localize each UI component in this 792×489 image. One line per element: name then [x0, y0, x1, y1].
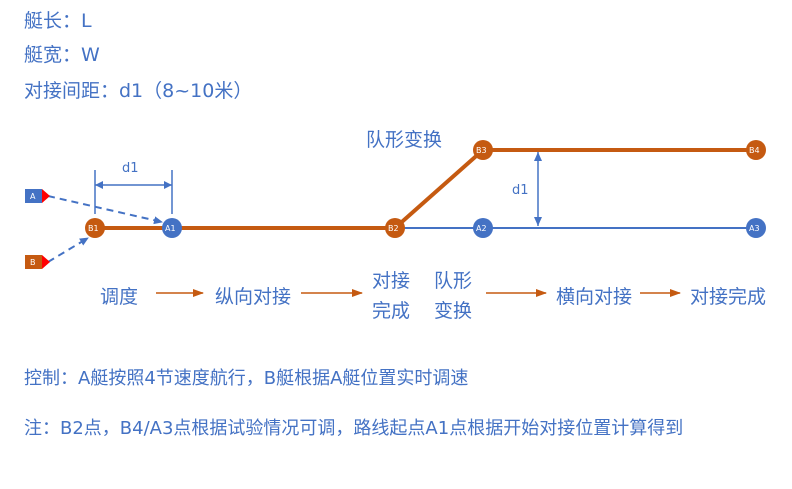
docking-spacing-label: 对接间距：d1（8~10米） [24, 80, 253, 102]
boat-width-label: 艇宽：W [24, 44, 100, 66]
svg-text:B2: B2 [388, 224, 399, 233]
boat-a-bow [42, 189, 50, 203]
approach-path-a [47, 195, 163, 225]
node-a1: A1 [162, 218, 182, 238]
svg-text:B4: B4 [749, 146, 760, 155]
node-a2: A2 [473, 218, 493, 238]
boat-b-label: B [30, 258, 36, 267]
step-docking-done-line1: 对接 [372, 270, 411, 292]
step-docking-complete: 对接完成 [690, 286, 767, 308]
boat-b-body [25, 255, 42, 269]
boat-a-label: A [30, 192, 36, 201]
svg-text:A1: A1 [165, 224, 176, 233]
step-formation-line1: 队形 [434, 270, 473, 292]
step-longitudinal-docking: 纵向对接 [215, 286, 292, 308]
svg-text:B1: B1 [88, 224, 99, 233]
control-note: 控制：A艇按照4节速度航行，B艇根据A艇位置实时调速 [24, 368, 469, 389]
boat-length-label: 艇长：L [24, 10, 92, 32]
node-b4: B4 [746, 140, 766, 160]
step-lateral-docking: 横向对接 [556, 286, 633, 308]
step-dispatch: 调度 [100, 286, 139, 308]
node-b3: B3 [473, 140, 493, 160]
node-b1: B1 [85, 218, 105, 238]
adjust-note: 注：B2点，B4/A3点根据试验情况可调，路线起点A1点根据开始对接位置计算得到 [24, 418, 684, 439]
approach-path-b [47, 237, 89, 263]
step-formation-line2: 变换 [434, 300, 473, 322]
node-a3: A3 [746, 218, 766, 238]
route-orange [95, 148, 756, 230]
step-docking-done-line2: 完成 [372, 300, 411, 322]
boat-b-bow [42, 255, 50, 269]
formation-change-caption: 队形变换 [366, 129, 443, 151]
svg-text:A2: A2 [476, 224, 487, 233]
boat-a-body [25, 189, 42, 203]
svg-text:B3: B3 [476, 146, 487, 155]
dim-right-label: d1 [512, 183, 529, 198]
dim-top-label: d1 [122, 161, 139, 176]
node-b2: B2 [385, 218, 405, 238]
svg-text:A3: A3 [749, 224, 760, 233]
